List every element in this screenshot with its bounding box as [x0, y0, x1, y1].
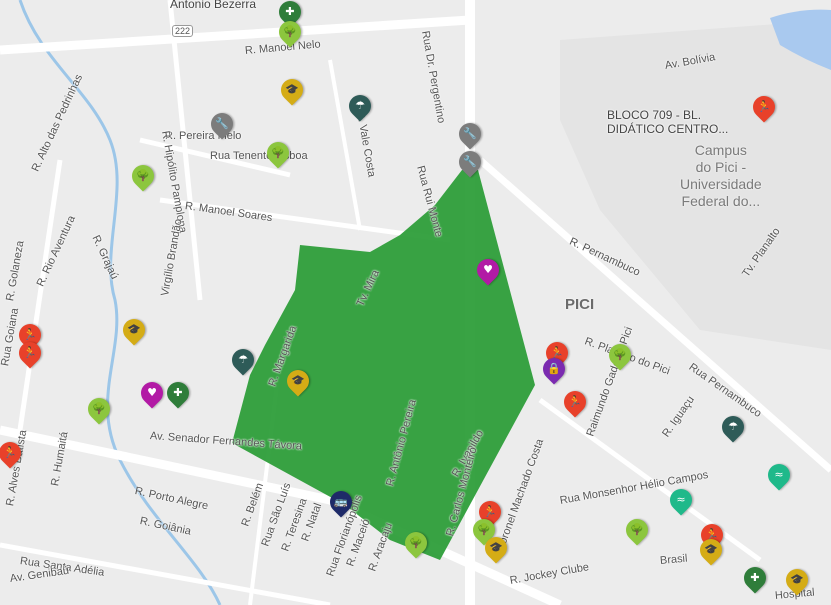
graduation-cap-icon: 🎓	[127, 323, 141, 336]
place-label-campus: Campus do Pici - Universidade Federal do…	[680, 142, 762, 210]
river	[18, 0, 222, 605]
place-label-line: Universidade	[680, 176, 762, 192]
wrench-icon: 🔧	[215, 117, 229, 130]
tree-icon: 🌳	[283, 25, 297, 38]
umbrella-icon: ☂	[238, 353, 248, 366]
poi-label: BLOCO 709 - BL. DIDÁTICO CENTRO...	[607, 108, 728, 136]
road	[328, 59, 362, 231]
map-marker[interactable]: ≈	[665, 484, 697, 516]
person-running-icon: 🏃	[3, 446, 17, 459]
map-marker[interactable]: 🌳	[621, 514, 653, 546]
map-marker[interactable]: 🌳	[127, 160, 159, 192]
street-label: Rua Tenente Lisboa	[210, 150, 308, 162]
tree-icon: 🌳	[271, 146, 285, 159]
map-marker[interactable]: 🔧	[454, 118, 486, 150]
map-marker[interactable]: 🎓	[276, 74, 308, 106]
umbrella-icon: ☂	[728, 420, 738, 433]
wrench-icon: 🔧	[463, 155, 477, 168]
map-marker[interactable]: 🎓	[282, 365, 314, 397]
road	[167, 0, 203, 301]
map-marker[interactable]: 🔧	[454, 146, 486, 178]
graduation-cap-icon: 🎓	[790, 573, 804, 586]
graduation-cap-icon: 🎓	[489, 541, 503, 554]
graduation-cap-icon: 🎓	[291, 374, 305, 387]
road-shield: 222	[172, 25, 194, 37]
place-label-line: do Pici -	[695, 159, 747, 175]
map-marker[interactable]: 🎓	[118, 314, 150, 346]
map-marker[interactable]: ✚	[739, 562, 771, 594]
map-marker[interactable]: 🔒	[538, 353, 570, 385]
lake	[770, 9, 831, 70]
heart-icon: ♥	[147, 386, 157, 399]
graduation-cap-icon: 🎓	[704, 543, 718, 556]
map-marker[interactable]: 🎓	[480, 532, 512, 564]
tree-icon: 🌳	[630, 523, 644, 536]
road	[0, 542, 331, 605]
person-running-icon: 🏃	[23, 346, 37, 359]
map-marker[interactable]: 🌳	[604, 339, 636, 371]
map-marker[interactable]: 🌳	[262, 137, 294, 169]
map-marker[interactable]: 🚌	[325, 486, 357, 518]
wifi-icon: ≈	[774, 468, 784, 481]
place-label-line: Federal do...	[681, 193, 761, 209]
lock-icon: 🔒	[547, 362, 561, 375]
map-marker[interactable]: 🏃	[748, 91, 780, 123]
map-marker[interactable]: ☂	[227, 344, 259, 376]
map-marker[interactable]: ☂	[717, 411, 749, 443]
map-marker[interactable]: 🏃	[559, 386, 591, 418]
wrench-icon: 🔧	[463, 127, 477, 140]
road	[159, 197, 451, 243]
map-marker[interactable]: 🌳	[274, 16, 306, 48]
wifi-icon: ≈	[676, 493, 686, 506]
place-label-pici: PICI	[565, 296, 595, 313]
umbrella-icon: ☂	[355, 99, 365, 112]
map-marker[interactable]: ☂	[344, 90, 376, 122]
street-label: Brasil	[659, 552, 688, 567]
person-running-icon: 🏃	[757, 100, 771, 113]
graduation-cap-icon: 🎓	[285, 83, 299, 96]
highlighted-area	[232, 170, 535, 560]
poi-label-line: DIDÁTICO CENTRO...	[607, 122, 729, 136]
map-marker[interactable]: 🎓	[695, 534, 727, 566]
road	[477, 157, 831, 473]
map-marker[interactable]: 🔧	[206, 108, 238, 140]
hospital-icon: ✚	[173, 386, 183, 399]
map-marker[interactable]: ♥	[136, 377, 168, 409]
road	[17, 159, 63, 431]
heart-icon: ♥	[483, 263, 493, 276]
map-marker[interactable]: 🌳	[83, 393, 115, 425]
tree-icon: 🌳	[136, 169, 150, 182]
tree-icon: 🌳	[92, 402, 106, 415]
map-marker[interactable]: 🎓	[781, 564, 813, 596]
tree-icon: 🌳	[613, 348, 627, 361]
tree-icon: 🌳	[409, 536, 423, 549]
road	[139, 137, 291, 178]
person-running-icon: 🏃	[568, 395, 582, 408]
poi-label-line: BLOCO 709 - BL.	[607, 108, 702, 122]
hospital-icon: ✚	[750, 571, 760, 584]
map-marker[interactable]: ≈	[763, 459, 795, 491]
neighborhood-label: Antonio Bezerra	[170, 0, 257, 11]
map-marker[interactable]: 🏃	[14, 337, 46, 369]
map-marker[interactable]: ✚	[162, 377, 194, 409]
place-label-line: Campus	[694, 142, 747, 158]
map-marker[interactable]: ♥	[472, 254, 504, 286]
bus-icon: 🚌	[334, 495, 348, 508]
road	[0, 15, 471, 55]
map-marker[interactable]: 🌳	[400, 527, 432, 559]
